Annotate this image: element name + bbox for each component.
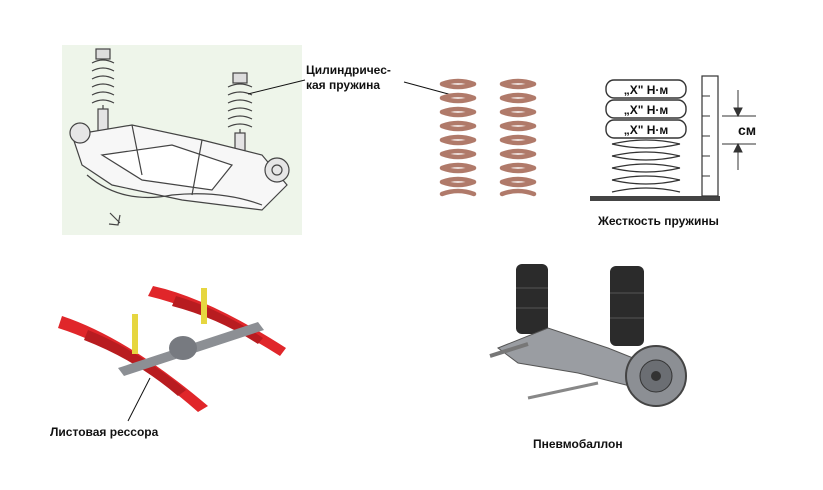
suspension-sketch-drawing bbox=[62, 45, 302, 235]
weight-label-1: „X" Н·м bbox=[624, 83, 669, 97]
weight-label-2: „X" Н·м bbox=[624, 103, 669, 117]
weight-label-3: „X" Н·м bbox=[624, 123, 669, 137]
leaf-spring-drawing bbox=[58, 286, 286, 412]
coil-springs bbox=[436, 78, 548, 200]
stiffness-diagram-drawing: „X" Н·м „X" Н·м „X" Н·м см bbox=[590, 75, 756, 201]
cylindrical-spring-label: Цилиндричес- кая пружина bbox=[306, 63, 391, 93]
air-spring bbox=[488, 258, 698, 418]
leaf-spring bbox=[58, 278, 296, 418]
stiffness-diagram: „X" Н·м „X" Н·м „X" Н·м см bbox=[590, 72, 770, 202]
weight-box-1 bbox=[605, 79, 687, 99]
coil-springs-drawing bbox=[439, 78, 537, 197]
leaf-spring-label: Листовая рессора bbox=[50, 425, 159, 439]
air-spring-drawing bbox=[489, 264, 687, 407]
cylindrical-spring-label-line2: кая пружина bbox=[306, 78, 381, 92]
suspension-sketch bbox=[62, 45, 302, 235]
air-spring-label: Пневмобаллон bbox=[533, 437, 623, 451]
cylindrical-spring-label-line1: Цилиндричес- bbox=[306, 63, 391, 77]
weight-box-2 bbox=[605, 99, 687, 119]
spring-stiffness-label: Жесткость пружины bbox=[598, 214, 719, 228]
dimension-unit: см bbox=[738, 122, 756, 138]
weight-box-3 bbox=[605, 119, 687, 139]
